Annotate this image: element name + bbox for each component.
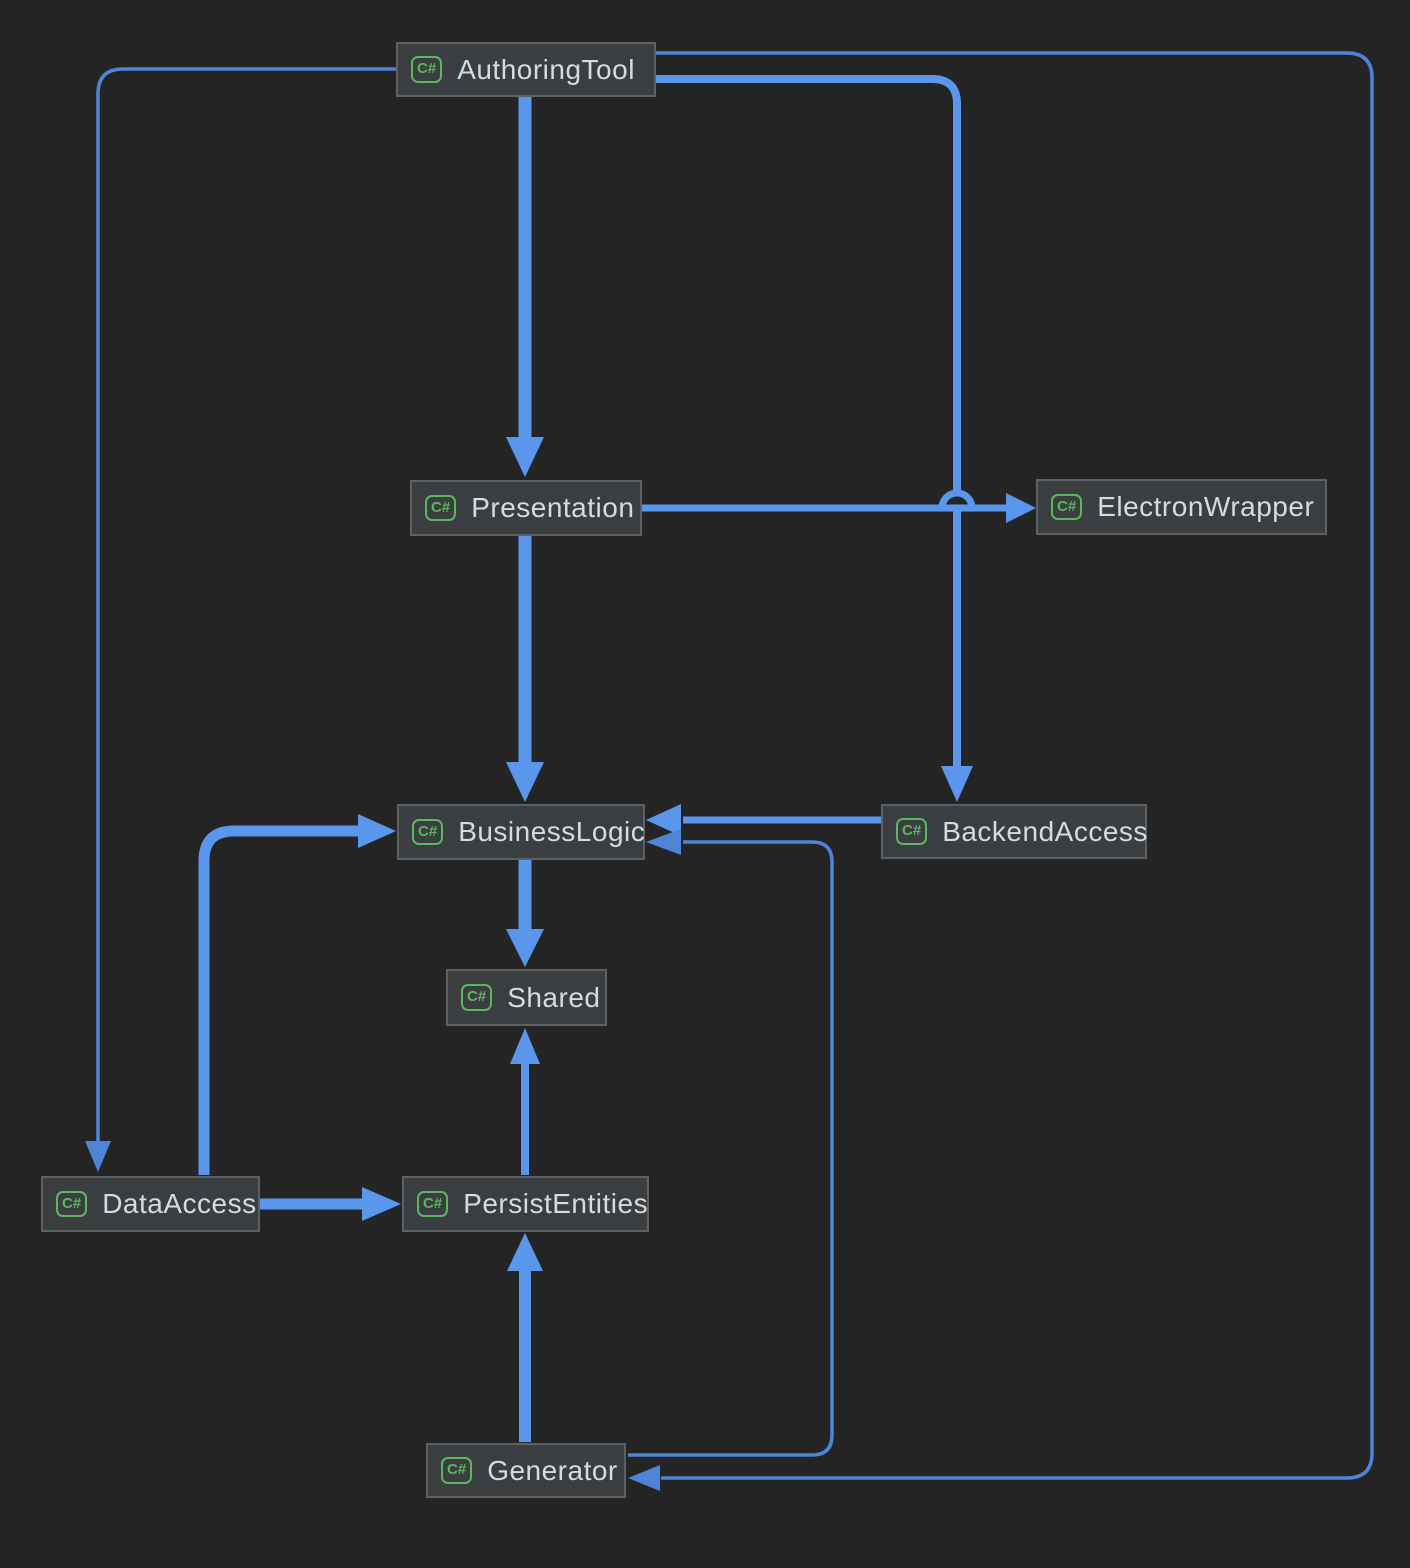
csharp-project-icon: C# (411, 56, 443, 83)
node-shared[interactable]: C# Shared (446, 969, 607, 1026)
edge-authoringtool-backendaccess[interactable] (656, 75, 973, 802)
node-businesslogic[interactable]: C# BusinessLogic (397, 804, 645, 860)
edge-authoringtool-presentation[interactable] (506, 97, 544, 477)
node-electronwrapper[interactable]: C# ElectronWrapper (1036, 479, 1327, 535)
csharp-project-icon: C# (412, 818, 444, 846)
node-dataaccess[interactable]: C# DataAccess (41, 1176, 260, 1232)
node-presentation[interactable]: C# Presentation (410, 480, 642, 536)
edge-generator-persistentities[interactable] (507, 1233, 543, 1442)
edge-businesslogic-shared[interactable] (506, 860, 544, 967)
node-authoringtool[interactable]: C# AuthoringTool (396, 42, 656, 97)
csharp-project-icon: C# (417, 1190, 449, 1218)
node-label: ElectronWrapper (1097, 491, 1315, 522)
edge-backendaccess-businesslogic[interactable] (646, 804, 881, 836)
edge-presentation-electronwrapper[interactable] (642, 489, 1036, 523)
csharp-project-icon: C# (461, 984, 493, 1011)
csharp-project-icon: C# (1051, 493, 1083, 521)
edge-authoringtool-dataaccess[interactable] (85, 67, 396, 1172)
edge-dataaccess-persistentities[interactable] (260, 1187, 401, 1221)
csharp-project-icon: C# (441, 1457, 473, 1484)
node-label: PersistEntities (463, 1188, 649, 1219)
csharp-project-icon: C# (425, 494, 457, 522)
node-generator[interactable]: C# Generator (426, 1443, 626, 1498)
node-label: Presentation (471, 492, 635, 523)
edge-presentation-businesslogic[interactable] (506, 536, 544, 802)
edge-authoringtool-generator[interactable] (628, 51, 1374, 1491)
node-backendaccess[interactable]: C# BackendAccess (881, 804, 1147, 859)
node-label: BusinessLogic (458, 816, 646, 847)
node-label: AuthoringTool (457, 53, 635, 85)
node-label: DataAccess (102, 1188, 257, 1219)
csharp-project-icon: C# (56, 1190, 88, 1218)
node-persistentities[interactable]: C# PersistEntities (402, 1176, 649, 1232)
edge-dataaccess-businesslogic[interactable] (198, 814, 396, 1175)
line-hop-arc (938, 489, 976, 512)
edge-generator-businesslogic[interactable] (628, 829, 834, 1457)
csharp-project-icon: C# (896, 818, 928, 845)
node-label: BackendAccess (942, 815, 1148, 847)
node-label: Shared (507, 981, 601, 1013)
node-label: Generator (487, 1454, 618, 1486)
edge-persistentities-shared[interactable] (510, 1028, 540, 1175)
